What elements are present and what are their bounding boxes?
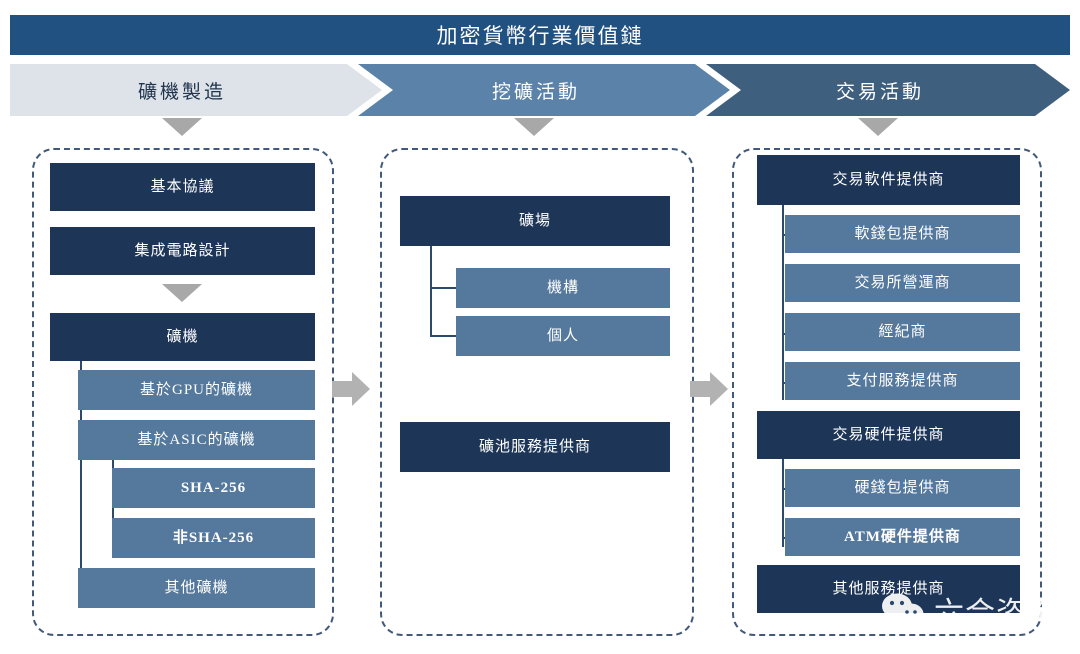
node-individual[interactable]: 個人: [456, 316, 670, 356]
node-label: 其他服務提供商: [832, 580, 945, 597]
node-label: 交易所營運商: [854, 274, 951, 291]
stage-label: 挖礦活動: [491, 81, 580, 103]
node-label: 軟錢包提供商: [854, 225, 951, 242]
stage-chevron-mining-activity[interactable]: 挖礦活動: [358, 64, 730, 116]
node-institution[interactable]: 機構: [456, 268, 670, 308]
node-other-miners[interactable]: 其他礦機: [78, 568, 315, 608]
node-trading-hardware-provider[interactable]: 交易硬件提供商: [757, 411, 1020, 459]
connector-farm-institution: [430, 287, 456, 289]
page-title: 加密貨幣行業價值鏈: [436, 24, 644, 48]
node-label: 個人: [546, 327, 579, 344]
node-broker[interactable]: 經紀商: [785, 313, 1020, 351]
watermark-text: 六合咨询: [934, 596, 1058, 631]
node-label: 經紀商: [878, 323, 927, 340]
stage-chevron-mining-hardware[interactable]: 礦機製造: [10, 64, 382, 116]
node-non-sha256[interactable]: 非SHA-256: [112, 518, 315, 558]
stage-label: 礦機製造: [137, 81, 226, 103]
node-label: 硬錢包提供商: [854, 479, 951, 496]
node-label: 交易軟件提供商: [832, 171, 945, 188]
node-sha256[interactable]: SHA-256: [112, 468, 315, 508]
node-label: 基本協議: [150, 178, 215, 195]
node-hard-wallet-provider[interactable]: 硬錢包提供商: [785, 469, 1020, 507]
node-label: 機構: [546, 279, 579, 296]
down-arrow-icon-col1: [162, 118, 202, 136]
node-gpu-miner[interactable]: 基於GPU的礦機: [78, 370, 315, 410]
node-label: 集成電路設計: [134, 242, 231, 259]
node-exchange-operator[interactable]: 交易所營運商: [785, 264, 1020, 302]
node-atm-hardware-provider[interactable]: ATM硬件提供商: [785, 518, 1020, 556]
connector-farm-individual: [430, 335, 456, 337]
connector-hardware-vertical: [782, 459, 784, 547]
node-payment-service-provider[interactable]: 支付服務提供商: [785, 362, 1020, 400]
wechat-icon: [880, 591, 926, 629]
flow-arrow-icon-2: [690, 372, 730, 406]
stage-chevron-trading-activity[interactable]: 交易活動: [706, 64, 1070, 116]
node-soft-wallet-provider[interactable]: 軟錢包提供商: [785, 215, 1020, 253]
node-asic-miner[interactable]: 基於ASIC的礦機: [78, 420, 315, 460]
watermark: 六合咨询: [880, 588, 1058, 632]
node-trading-software-provider[interactable]: 交易軟件提供商: [757, 155, 1020, 205]
node-basic-protocol[interactable]: 基本協議: [50, 163, 315, 211]
connector-miner-vertical: [80, 361, 82, 589]
flow-arrow-icon-1: [332, 372, 372, 406]
node-mining-farm[interactable]: 礦場: [400, 196, 670, 246]
stage-chevron-row: 礦機製造 挖礦活動 交易活動: [10, 64, 1070, 116]
node-label: 其他礦機: [164, 579, 229, 596]
node-label: 支付服務提供商: [846, 372, 959, 389]
stage-label: 交易活動: [835, 81, 924, 103]
node-mining-pool-provider[interactable]: 礦池服務提供商: [400, 422, 670, 472]
node-label: 礦池服務提供商: [478, 438, 591, 455]
down-arrow-icon-col3: [858, 118, 898, 136]
node-label: 基於GPU的礦機: [139, 381, 253, 398]
column-trading-activity: [732, 148, 1042, 636]
page-title-bar: 加密貨幣行業價值鏈: [10, 15, 1070, 55]
node-label: ATM硬件提供商: [844, 528, 961, 545]
node-label: 基於ASIC的礦機: [137, 431, 256, 448]
node-label: 礦機: [166, 328, 199, 345]
node-label: SHA-256: [180, 479, 247, 496]
connector-farm-vertical: [430, 246, 432, 336]
node-label: 交易硬件提供商: [832, 426, 945, 443]
down-arrow-icon-col2: [514, 118, 554, 136]
node-miner[interactable]: 礦機: [50, 313, 315, 361]
node-ic-design[interactable]: 集成電路設計: [50, 227, 315, 275]
node-label: 礦場: [518, 212, 551, 229]
down-arrow-icon-to-miner: [162, 284, 202, 302]
node-label: 非SHA-256: [172, 529, 255, 546]
connector-software-vertical: [782, 205, 784, 400]
